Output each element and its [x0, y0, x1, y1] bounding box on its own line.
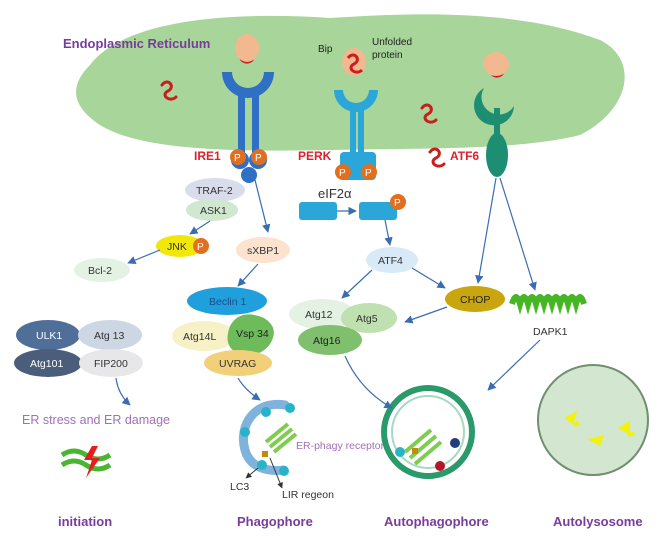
atg16-label: Atg16 — [313, 335, 341, 347]
beclin1-label: Beclin 1 — [209, 296, 247, 308]
traf2-label: TRAF-2 — [196, 185, 233, 197]
atg12-label: Atg12 — [305, 309, 333, 321]
vsp34-label: Vsp 34 — [236, 328, 269, 340]
atg13-label: Atg 13 — [94, 330, 125, 342]
jnk-label: JNK — [167, 241, 187, 253]
traf2-node — [185, 178, 245, 202]
autophagophore-icon — [381, 385, 475, 479]
fip200-label: FIP200 — [94, 358, 128, 370]
vsp34-node — [227, 314, 274, 355]
atf4-label: ATF4 — [378, 255, 403, 267]
bcl2-label: Bcl-2 — [88, 265, 112, 277]
lc3-label: LC3 — [230, 481, 249, 493]
atg12-node — [289, 299, 355, 329]
phagophore-icon — [239, 399, 298, 476]
atg14l-node — [172, 321, 236, 351]
atg5-node — [341, 303, 397, 333]
perk-label: PERK — [298, 149, 332, 163]
stress-text: ER stress and ER damage — [22, 413, 170, 427]
unfolded-label: Unfolded — [372, 37, 412, 48]
phospho-icon — [193, 238, 209, 254]
jnk-node — [156, 235, 204, 257]
lc3-pointer — [245, 467, 259, 479]
atg14l-label: Atg14L — [183, 331, 216, 343]
ulk1-node — [16, 320, 80, 350]
dapk1-label: DAPK1 — [533, 326, 568, 338]
svg-text:P: P — [365, 168, 372, 179]
svg-text:P: P — [339, 168, 346, 179]
beclin1-node — [187, 287, 267, 315]
atg13-node — [78, 320, 142, 350]
atg101-label: Atg101 — [30, 358, 63, 370]
fip200-node — [79, 349, 143, 377]
ulk1-label: ULK1 — [36, 330, 62, 342]
atg5-label: Atg5 — [356, 313, 378, 325]
eif2a-box-phospho — [359, 202, 397, 220]
stage-initiation: initiation — [58, 514, 112, 529]
uvrag-node — [204, 350, 272, 376]
eif2a-box — [299, 202, 337, 220]
svg-text:P: P — [255, 153, 262, 164]
atf6-label: ATF6 — [450, 149, 479, 163]
svg-text:P: P — [234, 153, 241, 164]
er-label: Endoplasmic Reticulum — [63, 36, 210, 51]
lir-label: LIR regeon — [282, 489, 334, 501]
stage-autophagophore: Autophagophore — [384, 514, 489, 529]
bip-icon — [235, 34, 259, 62]
ire1-label: IRE1 — [194, 149, 221, 163]
atg16-node — [298, 325, 362, 355]
eif2a-label: eIF2α — [318, 186, 352, 201]
phospho-icon — [390, 194, 406, 210]
bip-icon — [342, 48, 366, 76]
atg101-node — [14, 349, 82, 377]
ask1-label: ASK1 — [200, 205, 227, 217]
sxbp1-node — [236, 237, 290, 263]
unfolded-label: protein — [372, 50, 403, 61]
stage-autolysosome: Autolysosome — [553, 514, 643, 529]
dapk1-icon — [509, 294, 587, 315]
er-damage-icon — [60, 446, 112, 478]
er-phagy-receptor-label: ER-phagy receptor — [296, 440, 385, 452]
autolysosome-icon — [537, 364, 649, 476]
stage-phagophore: Phagophore — [237, 514, 313, 529]
atf4-node — [366, 247, 418, 273]
phospho-label: P — [197, 242, 204, 253]
atf6-sensor — [474, 88, 514, 177]
bip-icon — [483, 52, 509, 76]
bip-label: Bip — [318, 44, 333, 55]
phospho-icon: P P — [230, 149, 267, 165]
chop-node — [445, 286, 505, 312]
ask1-node — [186, 199, 238, 221]
lir-pointer — [269, 457, 283, 489]
phospho-label: P — [394, 198, 401, 209]
pathway-arrows — [115, 177, 541, 409]
unfolded-protein-icon — [346, 53, 364, 74]
chop-label: CHOP — [460, 294, 490, 306]
phospho-icon: P P — [335, 164, 377, 180]
bcl2-node — [74, 258, 130, 282]
uvrag-label: UVRAG — [219, 358, 256, 370]
sxbp1-label: sXBP1 — [247, 245, 279, 257]
